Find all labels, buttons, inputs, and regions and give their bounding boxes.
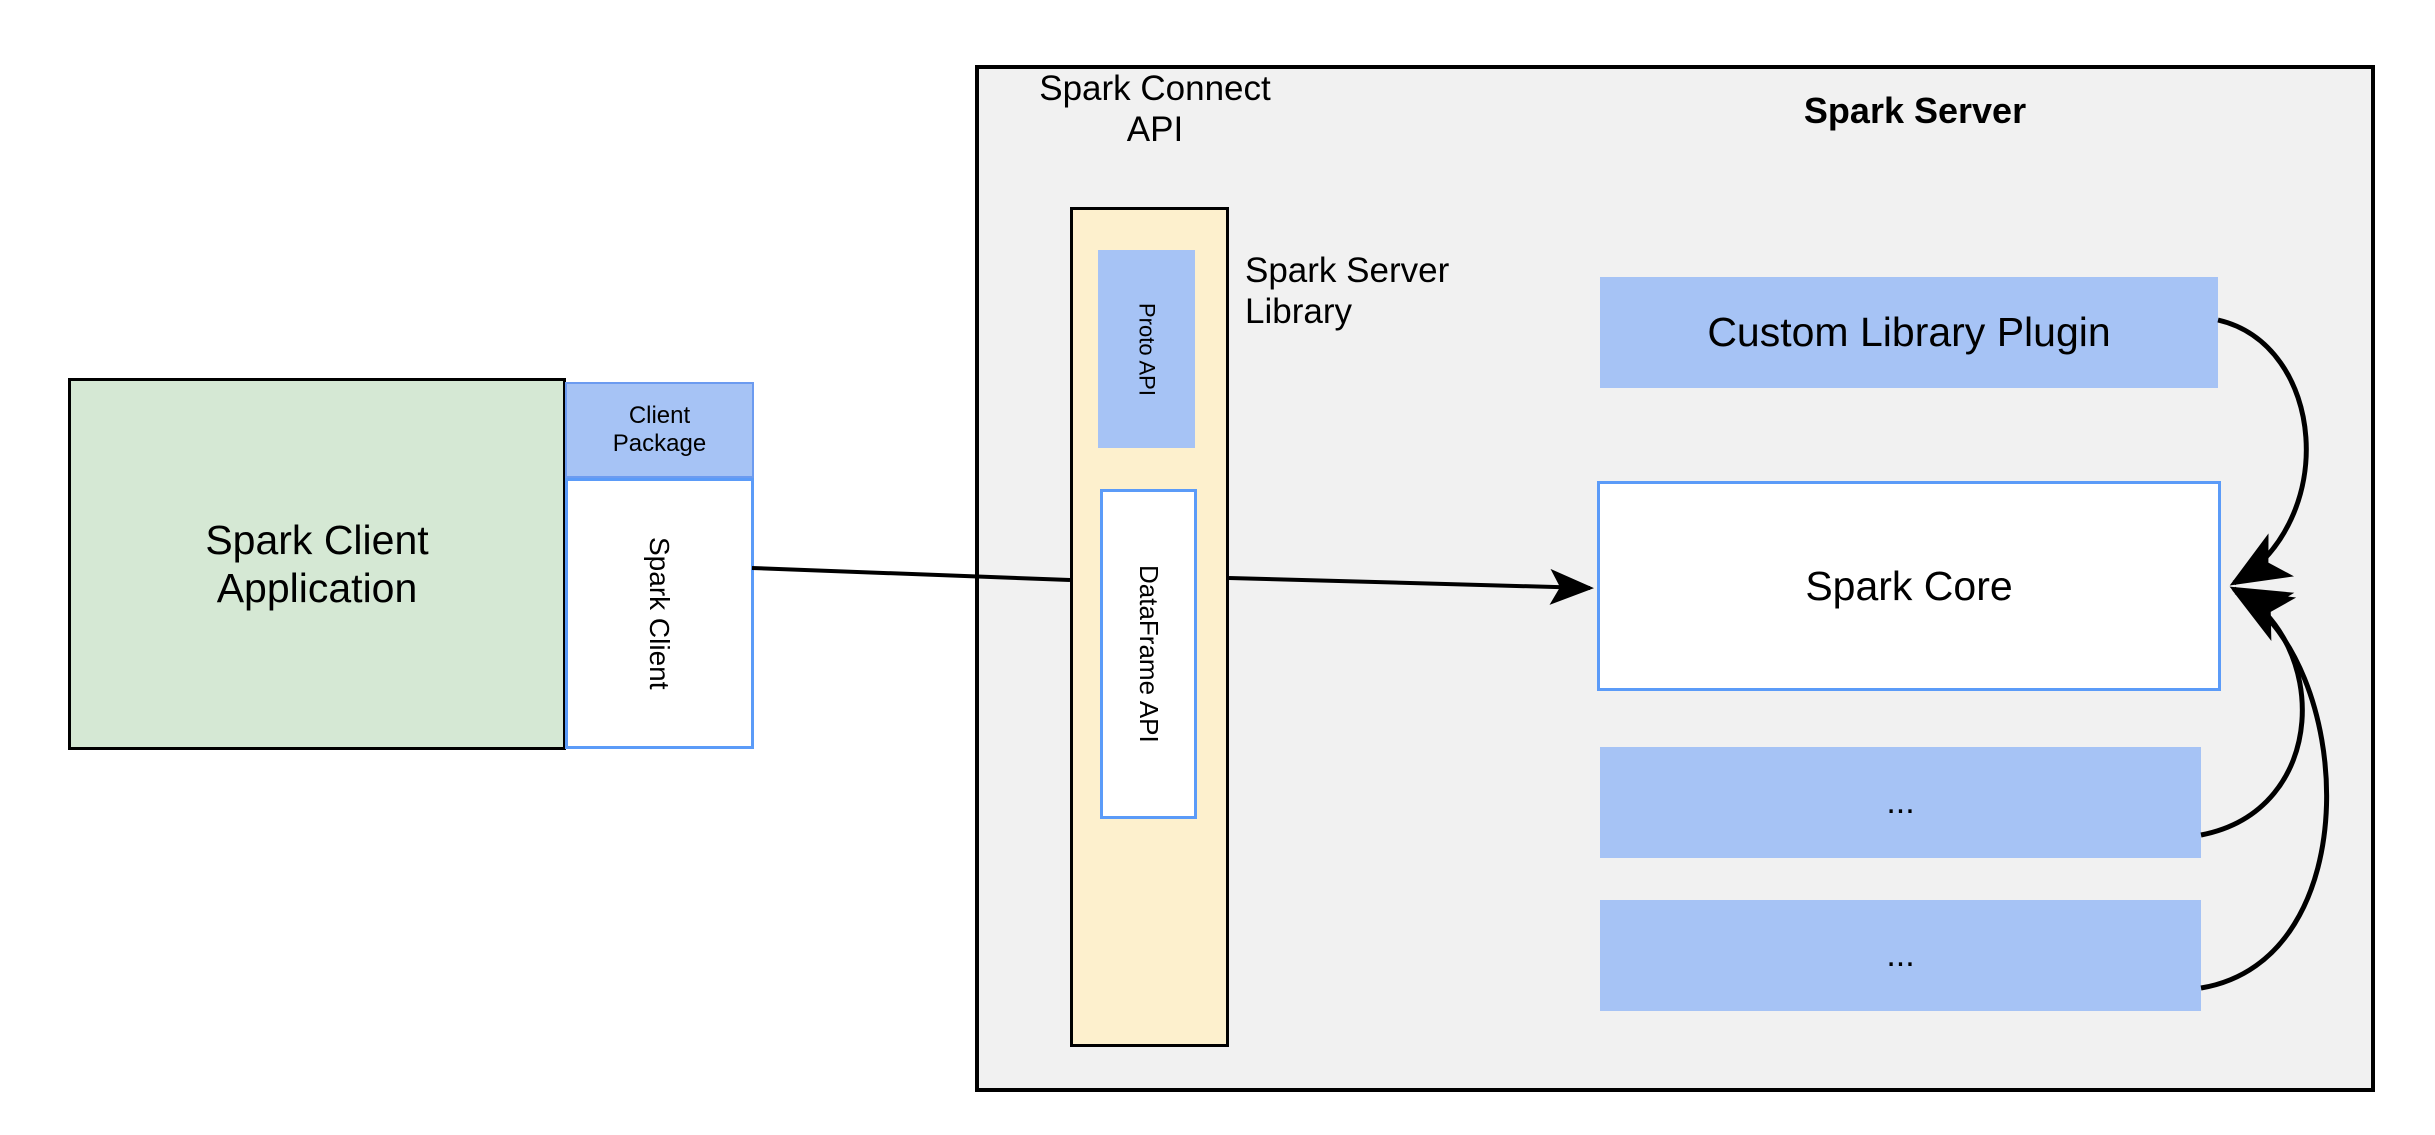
custom-library-plugin-box[interactable]: Custom Library Plugin [1600,277,2218,388]
spark-core-label: Spark Core [1805,562,2013,609]
spark-connect-api-label: Spark Connect API [1039,69,1271,150]
plugin-placeholder-box-2[interactable]: ... [1600,900,2201,1011]
plugin-placeholder-label-1: ... [1886,783,1915,822]
dataframe-api-label: DataFrame API [1133,565,1164,743]
spark-client-application-box[interactable]: Spark Client Application [68,378,566,750]
plugin-placeholder-label-2: ... [1886,936,1915,975]
spark-client-box[interactable]: Spark Client [565,478,754,749]
spark-server-library-label: Spark Server Library [1245,251,1450,332]
spark-server-title: Spark Server [1803,90,2027,131]
client-package-box[interactable]: Client Package [565,382,754,478]
plugin-placeholder-box-1[interactable]: ... [1600,747,2201,858]
custom-library-plugin-label: Custom Library Plugin [1707,309,2111,356]
client-package-label: Client Package [612,401,707,457]
dataframe-api-box[interactable]: DataFrame API [1100,489,1197,819]
spark-client-label: Spark Client [644,537,676,690]
spark-core-box[interactable]: Spark Core [1597,481,2221,691]
spark-client-application-label: Spark Client Application [205,516,429,611]
proto-api-label: Proto API [1134,302,1160,396]
proto-api-box[interactable]: Proto API [1098,250,1195,448]
